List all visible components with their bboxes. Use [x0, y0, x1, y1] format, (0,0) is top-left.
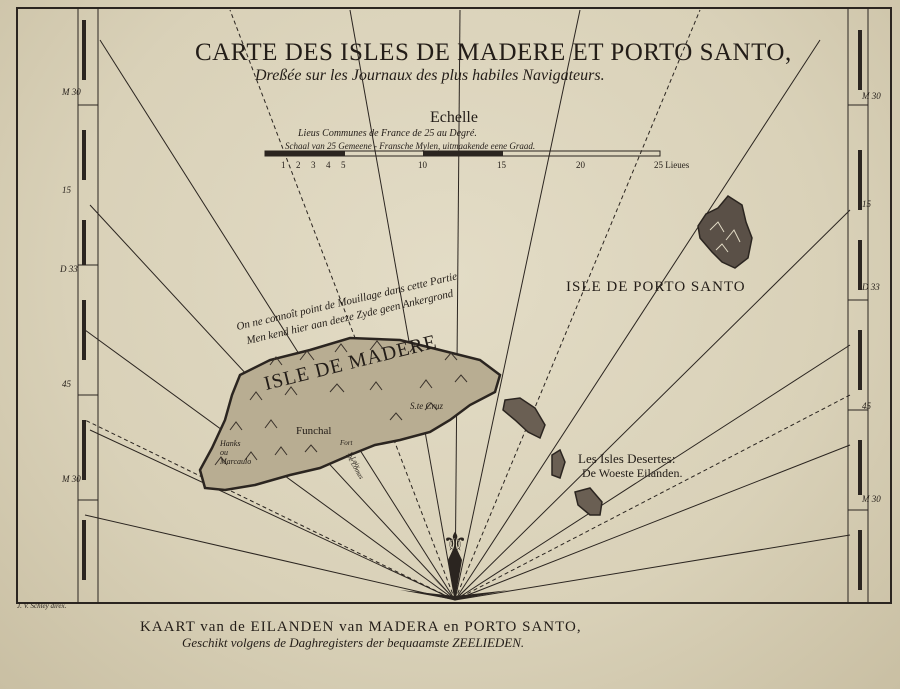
degree-label-right: M 30 — [862, 494, 881, 504]
border-hatching — [82, 20, 862, 590]
border-ticks — [78, 104, 868, 511]
scale-caption-fr: Lieus Communes de France de 25 au Degré. — [298, 128, 477, 139]
porto-santo-island — [697, 195, 753, 269]
map-subtitle: Dreßée sur les Journaux des plus habiles… — [255, 67, 605, 84]
engraver-credit: J. V. Schley direx. — [17, 602, 67, 610]
scale-tick: 4 — [326, 160, 331, 170]
scale-caption-nl: Schaal van 25 Gemeene - Fransche Mylen, … — [285, 141, 536, 151]
map-frame — [16, 7, 892, 604]
label-desertes-fr: Les Isles Desertes: — [578, 451, 676, 466]
degree-label-left: 45 — [62, 379, 71, 389]
label-funchal: Funchal — [296, 425, 332, 437]
scale-heading: Echelle — [430, 109, 478, 126]
rhumb-lines — [84, 9, 851, 601]
rhumb-lines-dashed — [84, 9, 851, 601]
label-st-cruz: S.te Cruz — [410, 401, 444, 411]
dutch-subtitle: Geschikt volgens de Daghregisters der be… — [182, 635, 525, 650]
deserta-grande — [502, 397, 546, 440]
madeira-mountains — [214, 340, 468, 466]
label-porto-santo: ISLE DE PORTO SANTO — [566, 279, 746, 295]
degree-label-right: M 30 — [862, 91, 881, 101]
scale-tick: 10 — [418, 160, 427, 170]
label-hanks: Hanks ou Marcaulo — [220, 439, 252, 466]
label-desertes-nl: De Woeste Eilanden. — [582, 466, 683, 480]
degree-label-right: D 33 — [862, 282, 880, 292]
degree-label-right: 15 — [862, 199, 871, 209]
right-degree-border — [847, 7, 869, 604]
degree-label-left: D 33 — [60, 264, 78, 274]
scale-tick: 1 — [281, 160, 286, 170]
left-degree-border — [77, 7, 99, 604]
scale-tick: 2 — [296, 160, 301, 170]
scale-tick: 15 — [497, 160, 506, 170]
scale-tick: 5 — [341, 160, 346, 170]
deserta-south — [574, 487, 603, 516]
degree-label-left: M 30 — [62, 87, 81, 97]
deserta-middle — [551, 448, 566, 479]
scale-bar — [264, 150, 661, 157]
compass-rose: ⚜ — [400, 526, 510, 600]
madeira-island — [198, 336, 502, 492]
label-fort: Fort — [340, 439, 353, 447]
degree-label-left: 15 — [62, 185, 71, 195]
map-title: CARTE DES ISLES DE MADERE ET PORTO SANTO… — [195, 39, 792, 66]
scale-tick: 3 — [311, 160, 316, 170]
scale-tick: 20 — [576, 160, 585, 170]
svg-text:⚜: ⚜ — [442, 526, 467, 559]
degree-label-left: M 30 — [62, 474, 81, 484]
dutch-title: KAART van de EILANDEN van MADERA en PORT… — [140, 619, 582, 635]
scale-tick: 25 Lieues — [654, 160, 690, 170]
degree-label-right: 45 — [862, 401, 871, 411]
